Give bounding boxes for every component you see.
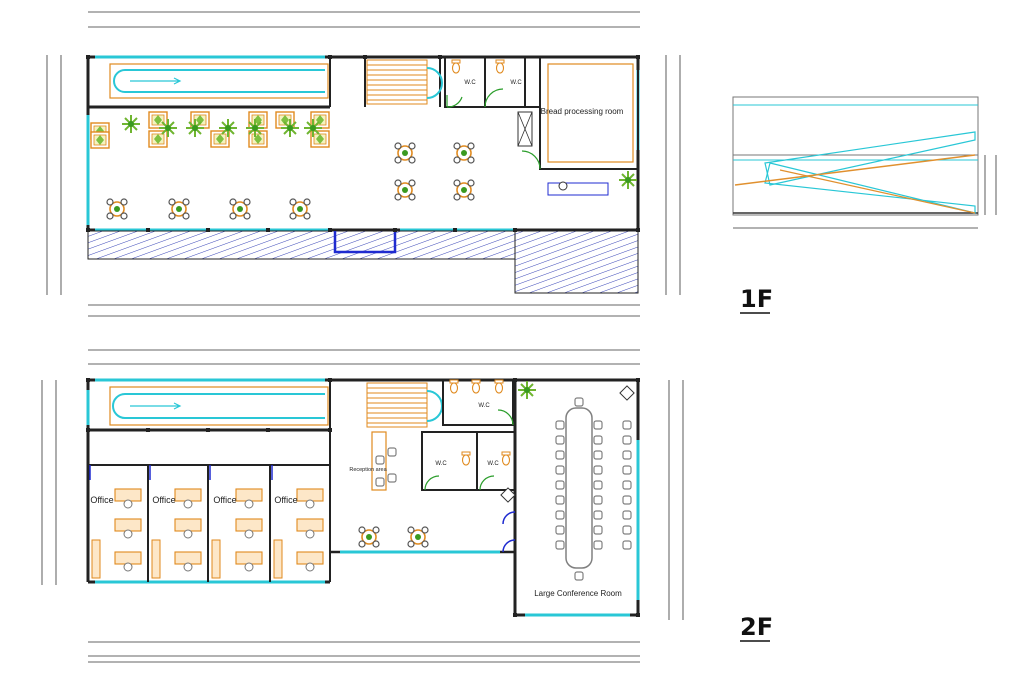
- conference-room-label: Large Conference Room: [534, 589, 622, 598]
- wc-label-2f-b: W.C: [435, 461, 447, 467]
- office-label-4: Office: [274, 495, 297, 505]
- section-elevation: [732, 96, 997, 229]
- floor-label-1f: 1F: [740, 285, 773, 313]
- floor-label-2f: 2F: [740, 613, 773, 641]
- bread-room-label: Bread processing room: [541, 107, 624, 116]
- wc-label-2f-a: W.C: [478, 403, 490, 409]
- reception-label: Reception area: [349, 467, 387, 473]
- office-label-3: Office: [213, 495, 236, 505]
- floor-1-plan: W.C W.C Bread processing room: [46, 11, 681, 317]
- wc-label-1f-b: W.C: [510, 80, 522, 86]
- floor-2-plan: W.C Reception area W.C W.C: [41, 349, 684, 663]
- wc-label-2f-c: W.C: [487, 461, 499, 467]
- office-label-2: Office: [152, 495, 175, 505]
- wc-label-1f-a: W.C: [464, 80, 476, 86]
- office-label-1: Office: [90, 495, 113, 505]
